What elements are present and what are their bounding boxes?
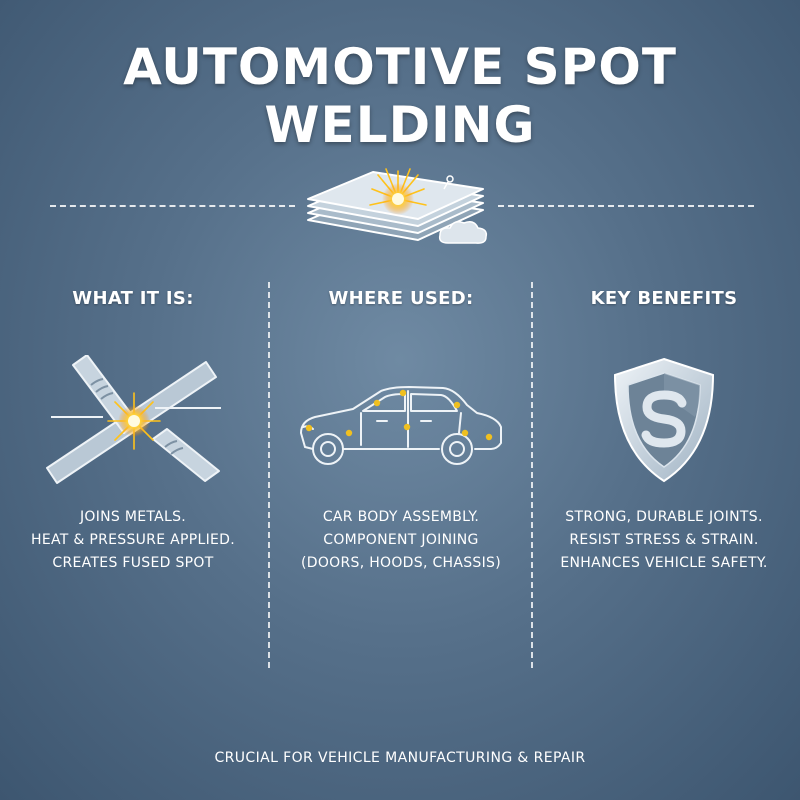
column-description: JOINS METALS. HEAT & PRESSURE APPLIED. C… <box>0 506 266 575</box>
crossed-electrodes-spark-icon <box>46 355 221 484</box>
shield-s-icon <box>613 357 715 483</box>
title-line-1: AUTOMOTIVE SPOT <box>123 38 677 96</box>
description-line: CREATES FUSED SPOT <box>52 555 214 571</box>
column-heading: KEY BENEFITS <box>590 288 738 309</box>
column-key-benefits: KEY BENEFITS STRONG, DURABLE JOINTS. RES… <box>531 288 797 571</box>
description-line: RESIST STRESS & STRAIN. <box>569 532 759 548</box>
column-divider-2 <box>531 282 533 668</box>
column-description: CAR BODY ASSEMBLY. COMPONENT JOINING (DO… <box>268 506 534 575</box>
column-divider-1 <box>268 282 270 668</box>
description-line: STRONG, DURABLE JOINTS. <box>565 509 763 525</box>
column-heading: WHAT IT IS: <box>72 288 194 309</box>
smoke-icon <box>438 221 488 244</box>
column-description: STRONG, DURABLE JOINTS. RESIST STRESS & … <box>531 506 797 575</box>
description-line: CAR BODY ASSEMBLY. <box>322 509 480 525</box>
description-line: (DOORS, HOODS, CHASSIS) <box>301 555 501 571</box>
divider-left <box>50 205 295 207</box>
page-title: AUTOMOTIVE SPOT WELDING <box>0 38 800 154</box>
column-what-it-is: WHAT IT IS: <box>0 288 266 571</box>
divider-right <box>498 205 754 207</box>
title-line-2: WELDING <box>264 96 536 154</box>
description-line: ENHANCES VEHICLE SAFETY. <box>560 555 768 571</box>
description-line: HEAT & PRESSURE APPLIED. <box>31 532 235 548</box>
footer-tagline: CRUCIAL FOR VEHICLE MANUFACTURING & REPA… <box>214 750 586 766</box>
description-line: JOINS METALS. <box>79 509 187 525</box>
welded-metal-sheets-icon <box>307 168 488 244</box>
column-heading: WHERE USED: <box>328 288 474 309</box>
car-outline-icon <box>300 386 502 465</box>
column-where-used: WHERE USED: <box>268 288 534 571</box>
description-line: COMPONENT JOINING <box>323 532 479 548</box>
